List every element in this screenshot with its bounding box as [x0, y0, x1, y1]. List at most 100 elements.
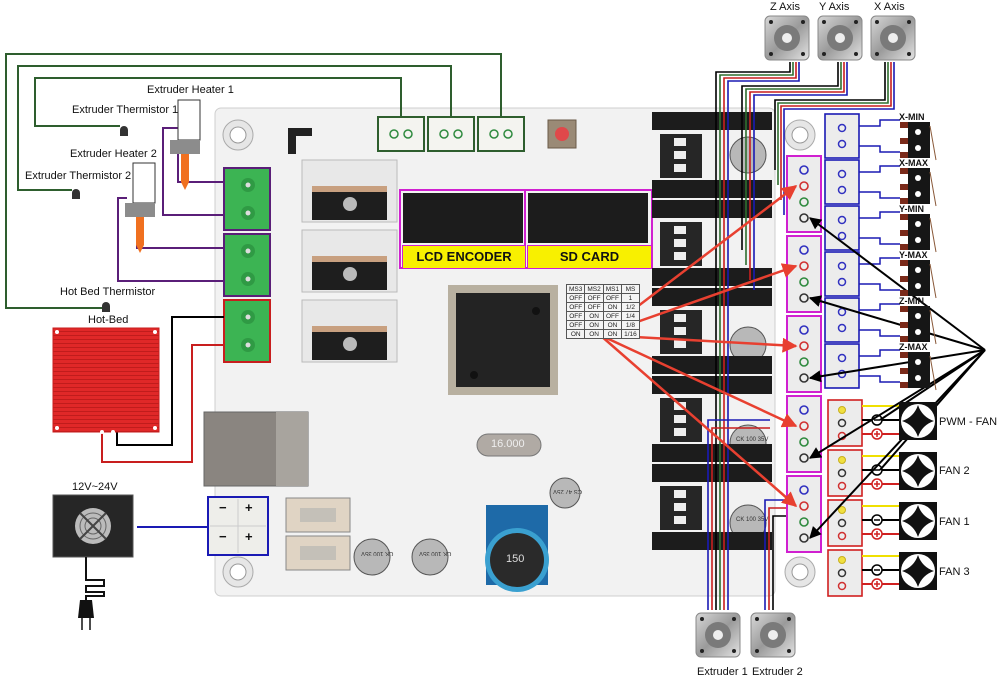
switch-lug	[900, 152, 908, 158]
black-arrow	[809, 349, 986, 539]
stepper-header	[786, 155, 822, 233]
dip-switch-toggle	[674, 151, 686, 159]
label-extruder-heater-2: Extruder Heater 2	[70, 148, 157, 160]
table-cell: OFF	[565, 302, 586, 312]
motor-screw	[769, 20, 773, 24]
black-arrow	[808, 349, 986, 459]
extruder1-heater-terminal	[223, 167, 271, 231]
dip-switch-toggle	[674, 252, 686, 260]
label-hot-bed: Hot-Bed	[88, 314, 129, 326]
dip-switch-toggle	[674, 314, 686, 322]
usb-port[interactable]	[203, 411, 309, 487]
dip-switch-toggle	[674, 503, 686, 511]
table-cell: ON	[584, 320, 604, 330]
fan-blades	[902, 555, 934, 587]
endstop-wire	[859, 349, 900, 357]
header-pin	[838, 506, 846, 514]
endstop-header	[824, 251, 860, 297]
switch-lug	[900, 336, 908, 342]
x-axis-motor	[870, 15, 916, 61]
header-pin	[837, 323, 847, 333]
endstop-switches	[900, 122, 937, 391]
capacitor-label: CK 100 35V	[361, 550, 394, 556]
label-fan-1: FAN 1	[939, 516, 970, 528]
header-pin	[799, 501, 809, 511]
header-pin	[837, 215, 847, 225]
switch-lug	[900, 230, 908, 236]
black-arrow	[879, 349, 986, 421]
switch-lever	[929, 309, 937, 345]
label-y-min: Y-MIN	[899, 204, 925, 214]
crystal-oscillator	[476, 433, 542, 457]
switch-lug	[900, 290, 908, 296]
endstop-wire	[859, 145, 900, 153]
table-cell: 1/2	[621, 302, 640, 312]
z-axis-motor	[764, 15, 810, 61]
dip-switch-toggle	[674, 239, 686, 247]
switch-lug	[900, 122, 908, 128]
switch-lever	[929, 171, 937, 207]
switch-pin	[915, 191, 921, 197]
dip-switch-toggle	[674, 226, 686, 234]
black-arrow	[809, 217, 986, 351]
switch-lug	[900, 322, 908, 328]
switch-pin	[915, 267, 921, 273]
motor-screw	[755, 617, 759, 621]
label-power-supply: 12V~24V	[72, 481, 118, 493]
motor-screw	[787, 649, 791, 653]
label-fan-2: FAN 2	[939, 465, 970, 477]
power-plug-icon	[78, 600, 94, 618]
endstop-wire	[859, 237, 900, 245]
power-terminal-plus-2: +	[245, 529, 253, 544]
header-pin	[799, 517, 809, 527]
endstop-wire	[859, 329, 900, 337]
brand-logo	[288, 128, 312, 154]
motor-screw	[801, 52, 805, 56]
header-pin	[799, 277, 809, 287]
motor-screw	[732, 617, 736, 621]
extruder-2-motor	[750, 612, 796, 658]
power-input-terminal	[207, 496, 269, 556]
endstop-switch-icon	[908, 260, 930, 296]
capacitor-label: CK 100 35V	[419, 550, 452, 556]
endstop-wire	[859, 165, 900, 173]
red-arrow	[599, 333, 798, 428]
hotbed-terminal	[223, 299, 271, 363]
header-pin	[799, 357, 809, 367]
dip-switch-toggle	[674, 327, 686, 335]
endstop-switch-icon	[908, 306, 930, 342]
label-fan-3: FAN 3	[939, 566, 970, 578]
header-pin	[799, 437, 809, 447]
fuses	[285, 497, 351, 571]
switch-lug	[900, 214, 908, 220]
endstop-wire	[859, 303, 900, 311]
label-x-max: X-MAX	[899, 158, 928, 168]
extruder-heater-1	[170, 99, 201, 190]
stepper-header	[786, 315, 822, 393]
endstop-header	[824, 159, 860, 205]
stepper-header	[786, 475, 822, 553]
thermistor-connectors	[377, 116, 525, 152]
hotbed-thermistor-icon	[102, 302, 110, 312]
sd-card-label: SD CARD	[527, 245, 652, 269]
fan-blades	[902, 505, 934, 537]
motor-screw	[755, 649, 759, 653]
power-terminal-minus-2: −	[219, 529, 227, 544]
table-cell: ON	[584, 311, 604, 321]
switch-lever	[929, 217, 937, 253]
header-pin	[799, 453, 809, 463]
switch-lug	[900, 198, 908, 204]
header-pin	[837, 568, 847, 578]
endstop-header	[824, 297, 860, 343]
switch-pin	[915, 359, 921, 365]
motor-shaft	[768, 630, 778, 640]
label-y-axis: Y Axis	[819, 1, 850, 13]
hot-bed-plate	[52, 327, 160, 434]
table-header: MS1	[602, 284, 623, 294]
header-pin	[837, 169, 847, 179]
endstop-header	[824, 205, 860, 251]
power-supply	[52, 494, 134, 630]
dip-switch-toggle	[674, 138, 686, 146]
capacitor-label: CK 100 35V	[736, 437, 769, 443]
